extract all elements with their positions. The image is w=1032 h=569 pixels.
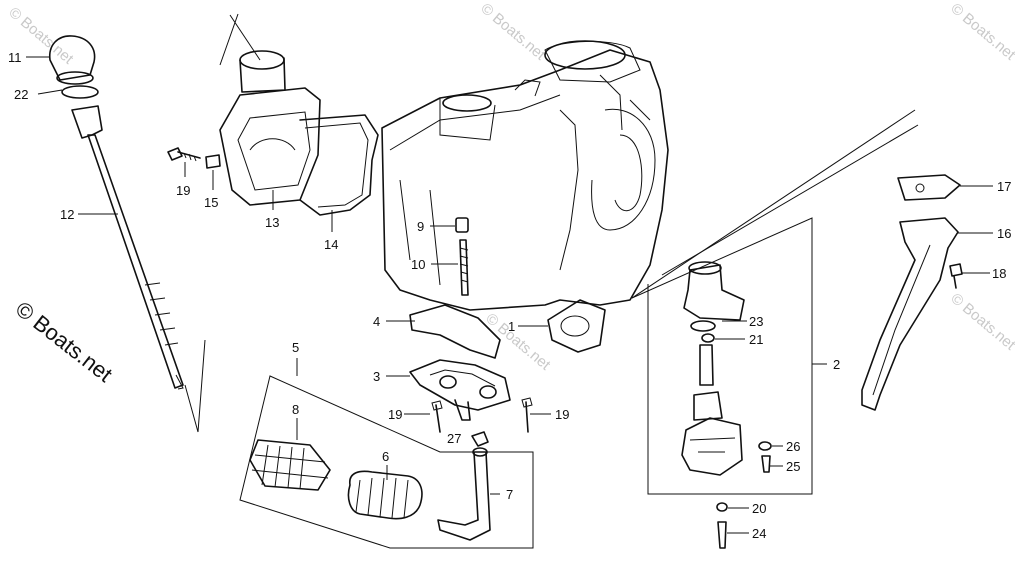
part-labels: 11 22 12 19 15 13 14 9 10 4 1 5 3 8 19 1… [8,50,1011,541]
label-part-3[interactable]: 3 [373,369,380,384]
watermark-mid-center: © Boats.net [482,310,554,374]
label-part-18[interactable]: 18 [992,266,1006,281]
watermark-left: © Boats.net [11,296,117,387]
strainer-group-bracket [239,375,534,549]
bolt-19-and-collar-15 [167,147,221,169]
label-part-22[interactable]: 22 [14,87,28,102]
pump-group-2 [631,217,813,549]
label-part-25[interactable]: 25 [786,459,800,474]
label-part-11[interactable]: 11 [8,50,22,65]
leader-lines [26,56,993,534]
label-part-16[interactable]: 16 [997,226,1011,241]
label-part-9[interactable]: 9 [417,219,424,234]
label-part-21[interactable]: 21 [749,332,763,347]
label-part-5[interactable]: 5 [292,340,299,355]
label-part-27[interactable]: 27 [447,431,461,446]
perspective-lines [184,13,919,433]
cover-assembly [219,50,379,216]
label-part-19-mid-left[interactable]: 19 [388,407,402,422]
label-part-23[interactable]: 23 [749,314,763,329]
stud-and-dowel [455,217,469,296]
gasket-1 [547,299,606,353]
dipstick-assembly [48,35,184,390]
label-part-8[interactable]: 8 [292,402,299,417]
label-part-10[interactable]: 10 [411,257,425,272]
label-part-19-mid-right[interactable]: 19 [555,407,569,422]
label-part-24[interactable]: 24 [752,526,766,541]
label-part-17[interactable]: 17 [997,179,1011,194]
mount-and-gasket [409,304,533,433]
engine-block-illustration [381,40,669,311]
clip-27 [471,431,489,447]
label-part-6[interactable]: 6 [382,449,389,464]
label-part-19-top[interactable]: 19 [176,183,190,198]
label-part-12[interactable]: 12 [60,207,74,222]
watermark-right: © Boats.net [947,290,1019,354]
label-part-20[interactable]: 20 [752,501,766,516]
label-part-13[interactable]: 13 [265,215,279,230]
filter-6 [347,470,423,520]
label-part-14[interactable]: 14 [324,237,338,252]
strainer-8 [249,439,331,491]
outlet-pipe-16 [861,174,963,411]
watermark-top-center: © Boats.net [477,0,549,64]
label-part-15[interactable]: 15 [204,195,218,210]
label-part-2[interactable]: 2 [833,357,840,372]
label-part-7[interactable]: 7 [506,487,513,502]
label-part-1[interactable]: 1 [508,319,515,334]
watermark-top-right: © Boats.net [947,0,1019,64]
label-part-26[interactable]: 26 [786,439,800,454]
oil-pipe-7 [437,447,491,541]
label-part-4[interactable]: 4 [373,314,380,329]
